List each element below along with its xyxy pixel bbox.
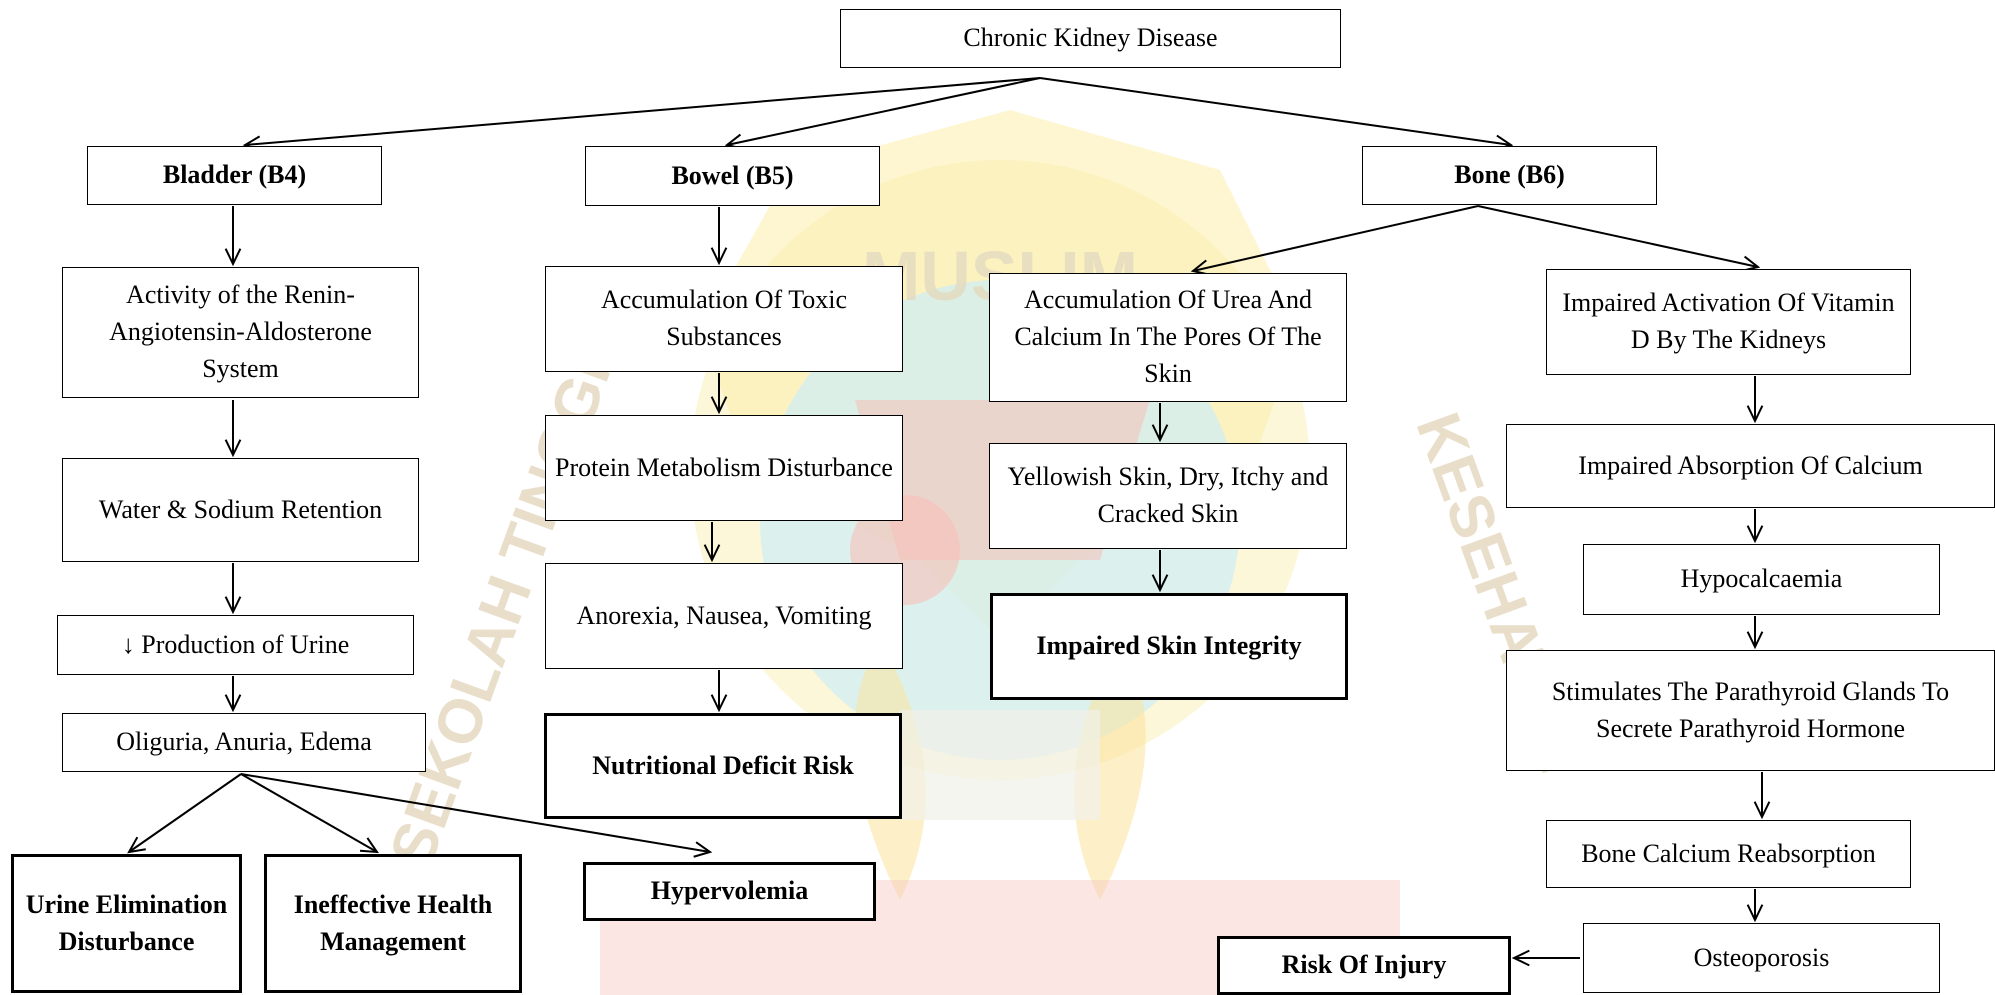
bowel-step-toxic-accumulation: Accumulation Of Toxic Substances [545,266,903,372]
arrow-root-to-bone [1040,78,1511,150]
skin-step-yellowish-skin: Yellowish Skin, Dry, Itchy and Cracked S… [989,443,1347,549]
diagnosis-impaired-skin: Impaired Skin Integrity [990,593,1348,700]
bone-step-hypocalcaemia: Hypocalcaemia [1583,544,1940,615]
category-bladder: Bladder (B4) [87,146,382,205]
bowel-step-protein-metabolism: Protein Metabolism Disturbance [545,415,903,521]
arrow-oliguria-to-elimination [129,774,241,852]
bladder-step-raas: Activity of the Renin-Angiotensin-Aldost… [62,267,419,398]
root-node-ckd: Chronic Kidney Disease [840,9,1341,68]
diagnosis-health-management: Ineffective Health Management [264,854,522,993]
bladder-step-urine-production: ↓ Production of Urine [57,615,414,675]
arrow-urea-to-yellowish [1153,403,1168,440]
bone-step-parathyroid: Stimulates The Parathyroid Glands To Sec… [1506,650,1995,771]
arrow-protein-to-anorexia [705,522,720,560]
arrow-raas-to-retention [226,400,241,455]
arrow-anorexia-to-nutrition [712,670,727,710]
bladder-step-retention: Water & Sodium Retention [62,458,419,562]
diagnosis-nutritional-deficit: Nutritional Deficit Risk [544,713,902,819]
category-bowel: Bowel (B5) [585,146,880,206]
diagnosis-risk-of-injury: Risk Of Injury [1217,936,1511,995]
diagnosis-hypervolemia: Hypervolemia [583,862,876,921]
arrow-bowel-to-toxic [712,207,727,263]
arrow-absorption-to-hypocalc [1748,509,1763,541]
arrow-hypocalc-to-parathyroid [1748,616,1763,647]
diagnosis-urine-elimination: Urine Elimination Disturbance [11,854,242,993]
skin-step-urea-accumulation: Accumulation Of Urea And Calcium In The … [989,273,1347,402]
arrow-reabsorption-to-osteoporosis [1748,889,1763,920]
bowel-step-anorexia: Anorexia, Nausea, Vomiting [545,563,903,669]
arrow-toxic-to-protein [712,373,727,412]
arrow-bladder-to-raas [226,206,241,264]
bone-step-osteoporosis: Osteoporosis [1583,923,1940,993]
arrow-vitamin-to-absorption [1748,376,1763,421]
arrow-retention-to-urine [226,563,241,612]
arrow-urine-to-oliguria [226,676,241,710]
bladder-step-oliguria: Oliguria, Anuria, Edema [62,713,426,772]
category-bone: Bone (B6) [1362,146,1657,205]
arrow-yellowish-to-skin [1153,550,1168,590]
arrow-osteoporosis-to-injury [1514,951,1580,966]
arrow-root-to-bladder [245,78,1040,151]
arrow-parathyroid-to-reabsorption [1755,772,1770,817]
arrow-root-to-bowel [727,78,1040,149]
arrow-bone-to-vitamin [1478,206,1758,271]
bone-step-vitamin-d: Impaired Activation Of Vitamin D By The … [1546,269,1911,375]
arrow-bone-to-skin [1193,206,1478,275]
bone-step-reabsorption: Bone Calcium Reabsorption [1546,820,1911,888]
bone-step-calcium-absorption: Impaired Absorption Of Calcium [1506,424,1995,508]
